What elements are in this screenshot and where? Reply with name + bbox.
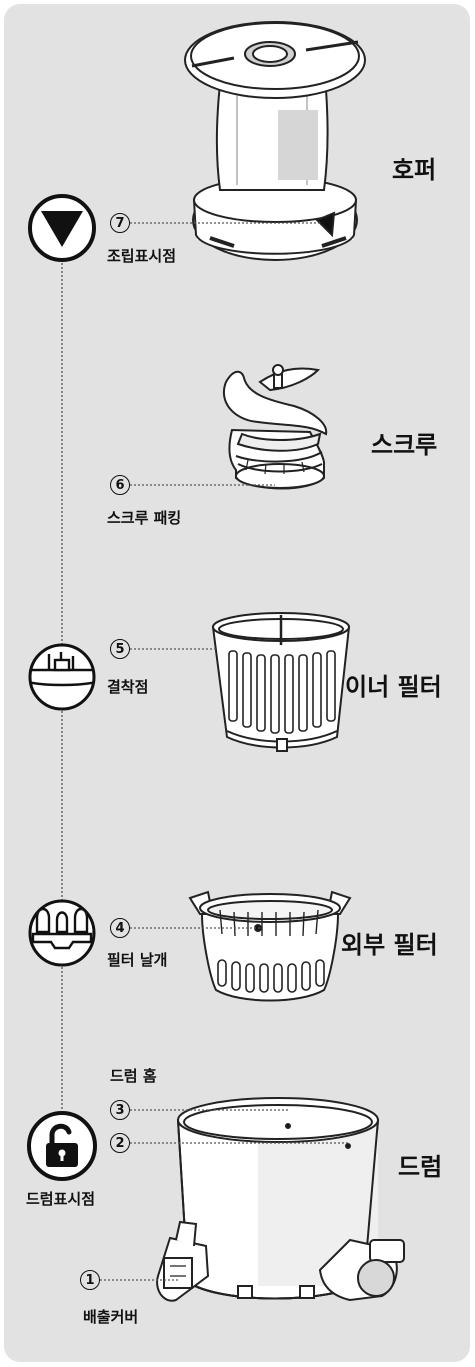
- screw-illustration: [223, 364, 328, 490]
- callout-4-leader: [130, 927, 260, 929]
- inner-filter-label: 이너 필터: [345, 673, 442, 701]
- callout-1-badge: 1: [80, 1270, 100, 1290]
- latch-point-detail-icon: [28, 643, 96, 711]
- assembly-triangle-icon: [28, 194, 96, 262]
- hopper-illustration: [184, 21, 366, 261]
- callout-1-label: 배출커버: [83, 1308, 139, 1326]
- callout-5-badge: 5: [110, 639, 130, 659]
- callout-5-label: 결착점: [107, 678, 149, 696]
- callout-6-leader: [130, 484, 275, 486]
- outer-filter-label: 외부 필터: [341, 931, 438, 959]
- callout-3-leader: [130, 1109, 288, 1111]
- callout-2-leader: [130, 1142, 348, 1144]
- callout-7-leader: [130, 222, 320, 224]
- callout-5-leader: [130, 648, 218, 650]
- drum-illustration: [156, 1097, 405, 1302]
- drum-label: 드럼: [398, 1153, 443, 1181]
- drum-groove-label: 드럼 홈: [110, 1067, 157, 1085]
- callout-4-badge: 4: [110, 918, 130, 938]
- filter-wing-detail-icon: [28, 899, 96, 967]
- outer-filter-illustration: [188, 890, 352, 1002]
- inner-filter-illustration: [211, 612, 351, 752]
- callout-7-badge: 7: [110, 213, 130, 233]
- callout-4-label: 필터 날개: [107, 951, 168, 969]
- callout-3-badge: 3: [110, 1100, 130, 1120]
- callout-6-badge: 6: [110, 475, 130, 495]
- callout-1-leader: [100, 1279, 178, 1281]
- lock-icon: [27, 1111, 97, 1181]
- callout-2-badge: 2: [110, 1133, 130, 1153]
- callout-6-label: 스크루 패킹: [107, 509, 182, 527]
- lock-label: 드럼표시점: [26, 1190, 96, 1208]
- hopper-label: 호퍼: [392, 156, 437, 184]
- screw-label: 스크루: [371, 431, 438, 459]
- callout-7-label: 조립표시점: [107, 247, 177, 265]
